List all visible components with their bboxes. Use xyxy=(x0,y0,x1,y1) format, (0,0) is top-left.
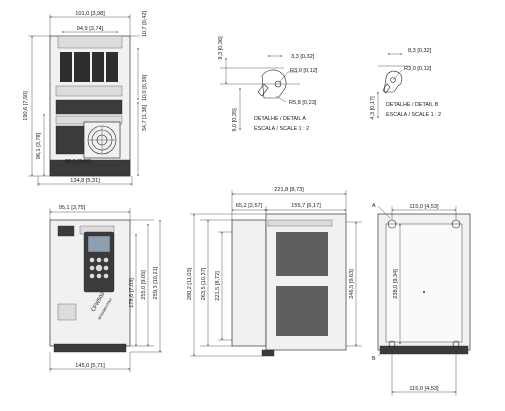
detail-a-scale: ESCALA / SCALE 1 : 2 xyxy=(254,126,309,132)
rear-center-mark xyxy=(423,291,425,293)
dim-left-height: 190,6 [7,50] xyxy=(23,91,29,121)
dim-inner-width: 94,9 [3,74] xyxy=(77,26,104,32)
side-dim-overall-depth: 221,8 [8,73] xyxy=(274,187,304,193)
rear-dim-height: 238,0 [9,34] xyxy=(393,269,399,299)
front-view: CFW500 ФРЕКВЕНТАН 95,1 [3,75] 178,6 [7,0… xyxy=(49,205,162,372)
detail-b-scale: ESCALA / SCALE 1 : 2 xyxy=(386,112,441,118)
side-vents-upper xyxy=(276,232,328,276)
detail-a-radius-1: R3,0 [0,12] xyxy=(290,68,318,74)
detail-b-radius: R3,0 [0,12] xyxy=(404,66,432,72)
warning-label xyxy=(57,303,77,321)
side-dim-height-2: 263,5 [10,37] xyxy=(201,267,207,300)
rear-inner-panel xyxy=(385,223,463,343)
front-dim-top-width: 95,1 [3,75] xyxy=(59,205,86,211)
detail-a-dim-top-left: 9,3 [0,36] xyxy=(218,36,224,60)
detail-a-radius-2: R5,8 [0,23] xyxy=(289,100,317,106)
side-front-part xyxy=(231,219,267,347)
rear-label-a: A xyxy=(372,203,376,209)
detail-b-hook xyxy=(383,70,403,93)
rear-bottom-plate xyxy=(379,345,469,355)
detail-a-dim-bottom-left: 9,0 [0,35] xyxy=(232,108,238,132)
dim-top-width: 101,0 [3,98] xyxy=(75,11,105,17)
rear-dim-bottom-width: 115,0 [4,53] xyxy=(409,386,439,392)
rear-view: A B 115,0 [4,53] 238,0 [9,34] 115,0 [4,5… xyxy=(372,203,471,396)
fan-assembly xyxy=(55,121,121,159)
detail-a-dim-top-right: 3,3 [0,32] xyxy=(291,54,315,60)
bottom-plate xyxy=(49,159,131,177)
keypad-display xyxy=(87,235,111,253)
side-top-rail xyxy=(267,219,333,227)
front-dim-height-mid: 255,0 [9,05] xyxy=(141,270,147,300)
dim-top-right: 10,7 [0,42] xyxy=(142,10,148,37)
side-dim-height-3: 221,5 [8,72] xyxy=(215,271,221,301)
side-view: 221,8 [8,73] 65,2 [2,57] 155,7 [6,17] 28… xyxy=(187,187,362,357)
logo-badge xyxy=(57,225,75,237)
front-dim-bottom-width: 145,0 [5,71] xyxy=(75,363,105,369)
detail-b-dim-top-right: 8,3 [0,32] xyxy=(408,48,432,54)
dim-right-lower: 34,7 [1,36] xyxy=(142,104,148,131)
dim-bottom-inner: 88,9 [3,50] xyxy=(65,159,92,165)
dim-left-lower: 96,1 [3,78] xyxy=(36,132,42,159)
side-dim-right-height: 246,5 [9,63] xyxy=(349,269,355,299)
mid-bar xyxy=(55,85,123,97)
terminal-row xyxy=(55,99,123,115)
top-fan-grille xyxy=(57,35,123,49)
dim-bottom-width: 134,8 [5,31] xyxy=(70,178,100,184)
side-dim-height-1: 280,2 [11,03] xyxy=(187,267,193,300)
keypad-buttons xyxy=(89,257,109,279)
detail-a-hook xyxy=(261,69,287,99)
detail-b: 8,3 [0,32] R3,0 [0,12] 4,3 [0,17] DETALH… xyxy=(370,48,441,120)
side-foot xyxy=(261,349,275,357)
rear-dim-top-width: 115,0 [4,53] xyxy=(409,204,439,210)
top-vent-slots xyxy=(60,52,118,82)
detail-b-dim-left: 4,3 [0,17] xyxy=(370,96,376,120)
detail-b-title: DETALHE / DETAIL B xyxy=(386,102,439,108)
front-dim-height-inner: 178,6 [7,03] xyxy=(129,278,135,308)
front-top-view: 101,0 [3,98] 94,9 [3,74] 10,7 [0,42] 10,… xyxy=(23,10,148,186)
front-dim-height-total: 259,3 [10,21] xyxy=(153,266,159,299)
side-vents-lower xyxy=(276,286,328,336)
rear-label-b: B xyxy=(372,356,376,362)
side-dim-rear-depth: 155,7 [6,17] xyxy=(291,203,321,209)
front-bottom-plate xyxy=(53,343,127,353)
dim-right-upper: 10,0 [0,39] xyxy=(142,74,148,101)
detail-a-title: DETALHE / DETAIL A xyxy=(254,116,306,122)
detail-a: 9,3 [0,36] 3,3 [0,32] R3,0 [0,12] R5,8 [… xyxy=(218,36,318,132)
side-dim-front-depth: 65,2 [2,57] xyxy=(236,203,263,209)
